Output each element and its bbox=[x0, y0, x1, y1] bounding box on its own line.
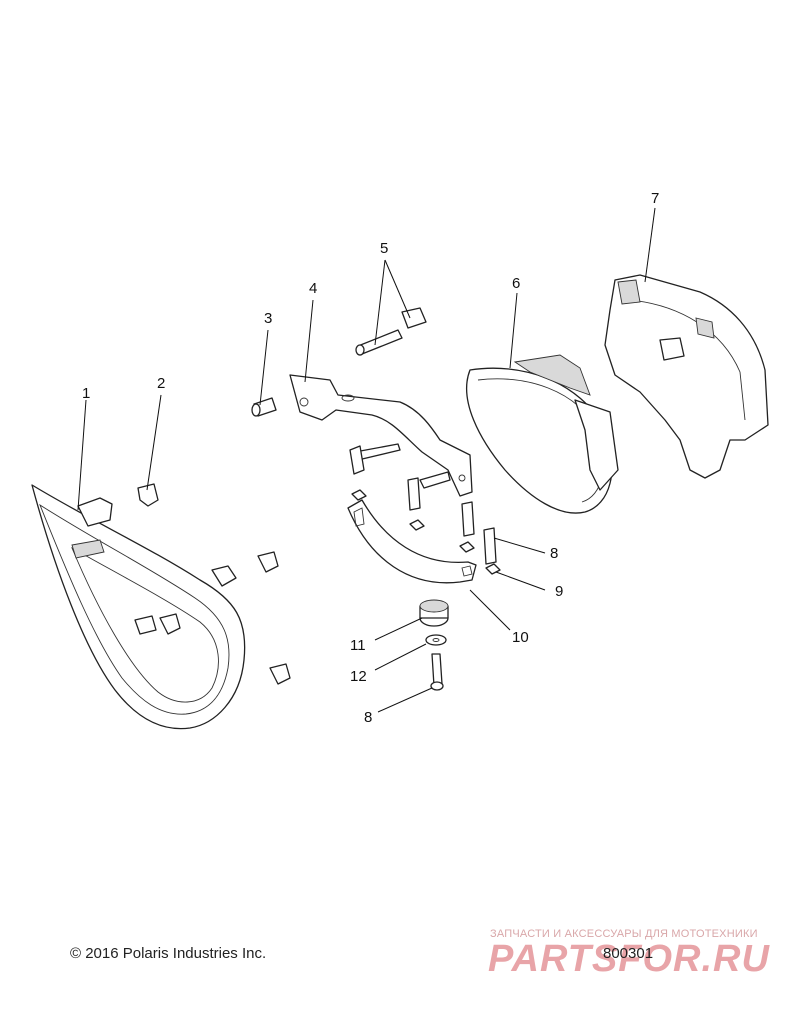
part-bezel bbox=[31, 484, 246, 730]
part-bracket bbox=[289, 374, 473, 497]
leader-lines bbox=[77, 207, 656, 713]
figure-id: 800301 bbox=[603, 945, 654, 962]
part-housing bbox=[604, 274, 769, 479]
watermark-logo: PARTSFOR.RU bbox=[488, 938, 770, 980]
watermark-tagline: ЗАПЧАСТИ И АКСЕССУАРЫ ДЛЯ МОТОТЕХНИКИ bbox=[490, 928, 758, 940]
part-screw-3 bbox=[251, 397, 277, 417]
callout-9: 9 bbox=[555, 583, 563, 600]
part-washer bbox=[425, 634, 447, 646]
part-bolt-8 bbox=[430, 653, 444, 691]
part-bolt-5 bbox=[355, 307, 427, 356]
callout-8-lower: 8 bbox=[364, 709, 372, 726]
callout-4: 4 bbox=[309, 280, 317, 297]
copyright-text: © 2016 Polaris Industries Inc. bbox=[70, 945, 267, 962]
part-hardware bbox=[349, 443, 501, 575]
callout-10: 10 bbox=[512, 629, 529, 646]
callout-1: 1 bbox=[82, 385, 90, 402]
part-strap bbox=[347, 499, 477, 584]
callout-6: 6 bbox=[512, 275, 520, 292]
part-headlamp bbox=[465, 354, 619, 514]
part-grommet bbox=[419, 599, 449, 627]
callout-5: 5 bbox=[380, 240, 388, 257]
callout-11: 11 bbox=[350, 637, 366, 654]
callout-2: 2 bbox=[157, 375, 165, 392]
part-clips bbox=[137, 483, 291, 685]
callout-3: 3 bbox=[264, 310, 272, 327]
callout-7: 7 bbox=[651, 190, 659, 207]
callout-12: 12 bbox=[350, 668, 367, 685]
callout-8-upper: 8 bbox=[550, 545, 558, 562]
